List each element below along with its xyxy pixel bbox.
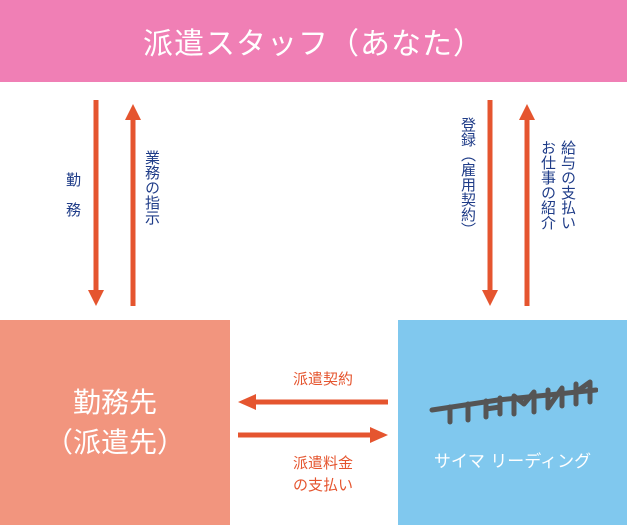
- arrowhead-down-right: [482, 290, 498, 306]
- label-job-introduction: お仕事の紹介: [539, 140, 557, 230]
- label-work-instructions: 業務の指示: [143, 150, 161, 225]
- label-work: 勤 務: [64, 172, 82, 217]
- company-logo-icon: [429, 379, 598, 425]
- staff-box-label: 派遣スタッフ（あなた）: [143, 27, 484, 62]
- label-registration: 登録（雇用契約）: [459, 117, 477, 237]
- arrowhead-down-left: [88, 290, 104, 306]
- staff-box: 派遣スタッフ（あなた）: [0, 0, 627, 82]
- arrowhead-up-right: [519, 104, 535, 120]
- arrowhead-left: [238, 394, 256, 410]
- label-dispatch-fee-2: の支払い: [292, 476, 353, 494]
- workplace-box-line2: （派遣先）: [44, 425, 185, 459]
- workplace-box: 勤務先 （派遣先）: [0, 320, 230, 525]
- workplace-box-line1: 勤務先: [72, 385, 157, 419]
- label-dispatch-contract: 派遣契約: [292, 370, 353, 388]
- arrowhead-up-left: [125, 104, 141, 120]
- arrowhead-right: [370, 427, 388, 443]
- company-name: サイマ リーディング: [433, 452, 592, 472]
- label-dispatch-fee-1: 派遣料金: [292, 454, 353, 472]
- company-box: サイマ リーディング: [398, 320, 627, 525]
- label-salary-payment: 給与の支払い: [559, 140, 577, 230]
